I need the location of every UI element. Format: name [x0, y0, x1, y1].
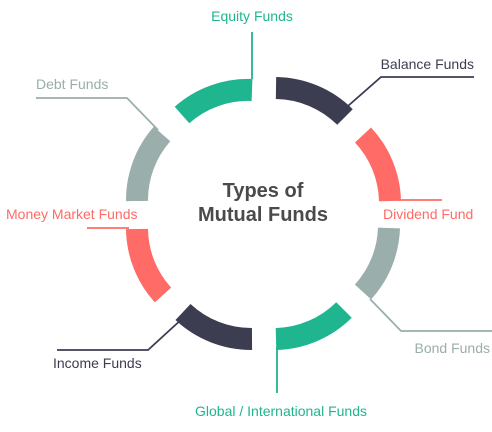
segment-bond-funds: [354, 227, 400, 300]
label-money-market-funds: Money Market Funds: [6, 206, 138, 222]
center-title-line-1: Types of: [223, 180, 304, 202]
label-equity-funds: Equity Funds: [211, 8, 293, 24]
segment-debt-funds: [125, 126, 171, 202]
label-income-funds: Income Funds: [53, 355, 142, 371]
segment-income-funds: [175, 303, 253, 351]
leader-line-balance-funds: [339, 76, 474, 114]
label-dividend-fund: Dividend Fund: [383, 206, 473, 222]
segment-equity-funds: [174, 78, 253, 124]
leader-line-bond-funds: [369, 298, 492, 332]
leader-line-debt-funds: [36, 97, 159, 131]
segment-global-international-funds: [275, 301, 352, 350]
label-global-international-funds: Global / International Funds: [195, 403, 367, 419]
label-debt-funds: Debt Funds: [36, 76, 108, 92]
segment-dividend-fund: [354, 127, 401, 202]
label-balance-funds: Balance Funds: [381, 56, 474, 72]
segment-money-market-funds: [126, 228, 172, 303]
leader-line-income-funds: [57, 317, 184, 351]
center-title-line-2: Mutual Funds: [198, 204, 328, 226]
segment-balance-funds: [275, 77, 353, 126]
label-bond-funds: Bond Funds: [415, 340, 491, 356]
